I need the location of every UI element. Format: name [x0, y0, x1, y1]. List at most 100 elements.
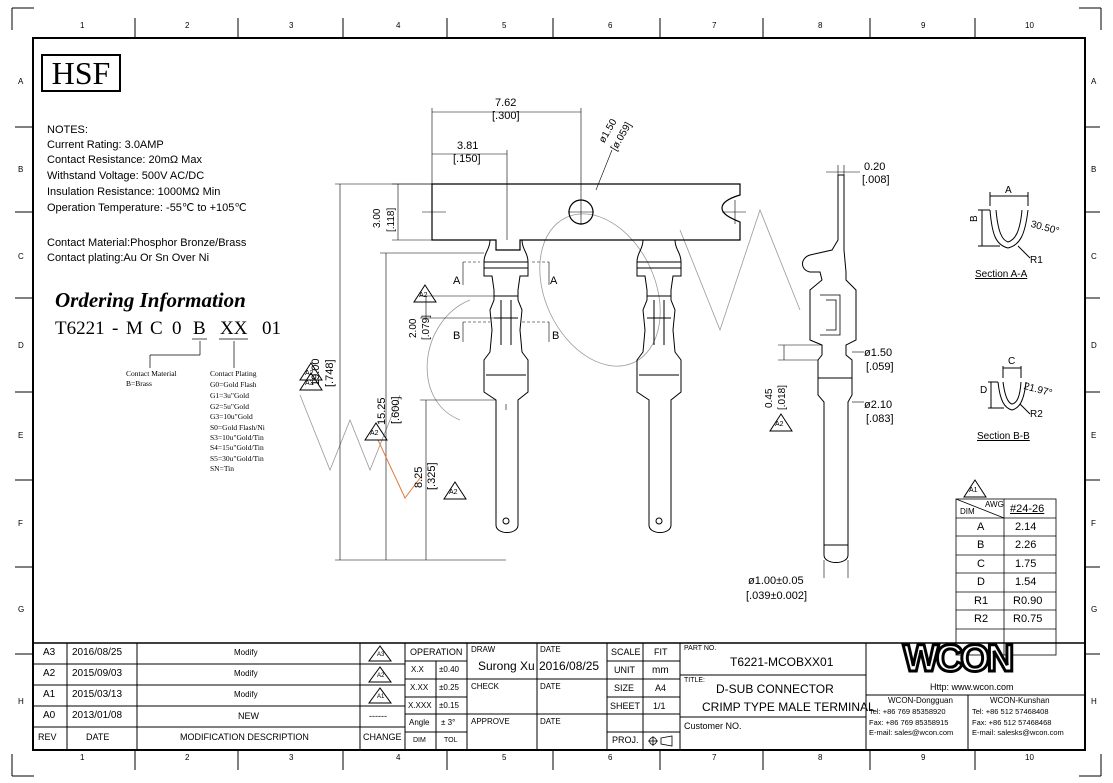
terminal-side-view — [802, 174, 857, 563]
row-label-right-f: F — [1091, 519, 1096, 528]
tol-value-cell: ± 3° — [441, 718, 456, 727]
dim-collar-dia-inch: [.083] — [866, 413, 894, 425]
plating-option: S5=30u"Gold/Tin — [210, 454, 264, 463]
title-line-1: D-SUB CONNECTOR — [716, 682, 834, 696]
row-label-right-e: E — [1091, 431, 1097, 440]
title-block-grid — [33, 642, 1085, 750]
dim-terminal-length-inch: [.600] — [390, 396, 402, 424]
section-mark-a-left: A — [453, 275, 461, 287]
note-line: Current Rating: 3.0AMP — [47, 139, 164, 151]
col-label-bottom-7: 7 — [712, 753, 717, 762]
draw-label: DRAW — [471, 645, 496, 654]
rev-date-cell: 2016/08/25 — [72, 647, 123, 658]
rev-desc-cell: Modify — [234, 648, 258, 657]
section-mark-a-right: A — [550, 275, 558, 287]
section-aa-a: A — [1005, 185, 1012, 196]
dongguan-fax: Fax: +86 769 85358915 — [869, 718, 949, 727]
change-header: CHANGE — [363, 732, 402, 742]
tol-value-cell: ±0.25 — [439, 683, 459, 692]
row-label-c: C — [18, 252, 24, 261]
dim-step-inch: [.018] — [777, 384, 788, 410]
row-label-a: A — [18, 77, 24, 86]
col-label-2: 2 — [185, 21, 190, 30]
awg-dim-cell: A — [977, 521, 985, 533]
rev-marker-a3: A3 — [305, 380, 314, 387]
rev-marker-a2: A2 — [449, 489, 458, 496]
contact-plating: Contact plating:Au Or Sn Over Ni — [47, 252, 210, 264]
check-date-label: DATE — [540, 682, 561, 691]
rev-change-cell: A2 — [377, 673, 385, 679]
awg-dim-cell: R1 — [974, 595, 989, 607]
desc-header: MODIFICATION DESCRIPTION — [180, 732, 309, 742]
note-line: Contact Resistance: 20mΩ Max — [47, 154, 202, 166]
dim-crimp-length: 2.00 — [408, 318, 419, 338]
row-label-right-d: D — [1091, 341, 1097, 350]
rev-date-cell: 2015/09/03 — [72, 668, 123, 679]
row-label-right-b: B — [1091, 165, 1097, 174]
col-label-1: 1 — [80, 21, 85, 30]
company-website[interactable]: Http: www.wcon.com — [930, 682, 1014, 692]
plating-option: G0=Gold Flash — [210, 380, 257, 389]
terminal-front-view-2 — [636, 239, 682, 533]
scale-value: FIT — [654, 647, 668, 657]
title-line-2: CRIMP TYPE MALE TERMINAL — [702, 700, 875, 714]
awg-value-cell: 2.14 — [1015, 521, 1037, 533]
note-line: Operation Temperature: -55℃ to +105℃ — [47, 202, 247, 214]
dim-thickness: 0.20 — [864, 161, 886, 173]
col-label-bottom-4: 4 — [396, 753, 401, 762]
col-label-bottom-6: 6 — [608, 753, 613, 762]
section-aa-radius: R1 — [1030, 255, 1043, 266]
col-label-6: 6 — [608, 21, 613, 30]
awg-value-cell: R0.75 — [1013, 613, 1043, 625]
awg-dim-cell: D — [977, 576, 985, 588]
ordering-code-m: M — [126, 318, 143, 339]
col-label-bottom-1: 1 — [80, 753, 85, 762]
customer-label: Customer NO. — [684, 721, 742, 731]
carrier-strip — [422, 183, 746, 251]
note-line: Insulation Resistance: 1000MΩ Min — [47, 186, 221, 198]
ordering-code-suffix: 01 — [262, 318, 281, 339]
col-label-bottom-3: 3 — [289, 753, 294, 762]
row-label-right-c: C — [1091, 252, 1097, 261]
ordering-leaders — [149, 338, 248, 368]
rev-change-cell: ------ — [369, 711, 387, 721]
size-value: A4 — [655, 683, 667, 693]
date-label: DATE — [540, 645, 561, 654]
date-header: DATE — [86, 732, 110, 742]
awg-awg-label: AWG — [985, 500, 1004, 509]
row-label-right-g: G — [1091, 605, 1098, 614]
dim-thickness-inch: [.008] — [862, 174, 890, 186]
kunshan-email[interactable]: E-mail: salesks@wcon.com — [972, 728, 1064, 737]
awg-dim-cell: C — [977, 558, 985, 570]
col-label-5: 5 — [502, 21, 507, 30]
col-label-bottom-5: 5 — [502, 753, 507, 762]
dongguan-tel: Tel: +86 769 85358920 — [869, 707, 946, 716]
dim-terminal-length: 15.25 — [376, 397, 388, 425]
dim-barrel-dia: ø1.50 — [864, 347, 893, 359]
tol-dim-header: DIM — [413, 737, 426, 744]
rev-change-cell: A1 — [377, 694, 385, 700]
rev-cell: A2 — [43, 668, 56, 679]
tol-dim-cell: X.X — [411, 665, 424, 674]
draw-date: 2016/08/25 — [539, 659, 600, 673]
col-label-7: 7 — [712, 21, 717, 30]
awg-value-cell: 1.75 — [1015, 558, 1037, 570]
ordering-dash: - — [112, 318, 119, 339]
material-value: B=Brass — [126, 379, 152, 388]
highlight-path — [377, 439, 421, 499]
rev-desc-cell: NEW — [238, 711, 259, 721]
grid-ticks — [15, 18, 1100, 770]
approve-label: APPROVE — [471, 717, 510, 726]
unit-value: mm — [652, 665, 669, 676]
projection-symbol — [648, 735, 673, 747]
dongguan-email[interactable]: E-mail: sales@wcon.com — [869, 728, 954, 737]
rev-date-cell: 2013/01/08 — [72, 710, 123, 721]
col-label-9: 9 — [921, 21, 926, 30]
dim-overall-length-inch: [.748] — [324, 359, 336, 387]
dim-half-pitch-inch: [.150] — [453, 153, 481, 165]
dim-pin-dia-inch: [.039±0.002] — [746, 590, 808, 602]
col-label-3: 3 — [289, 21, 294, 30]
awg-value-cell: 1.54 — [1015, 576, 1037, 588]
dim-collar-dia: ø2.10 — [864, 399, 893, 411]
contact-material: Contact Material:Phosphor Bronze/Brass — [47, 237, 247, 249]
